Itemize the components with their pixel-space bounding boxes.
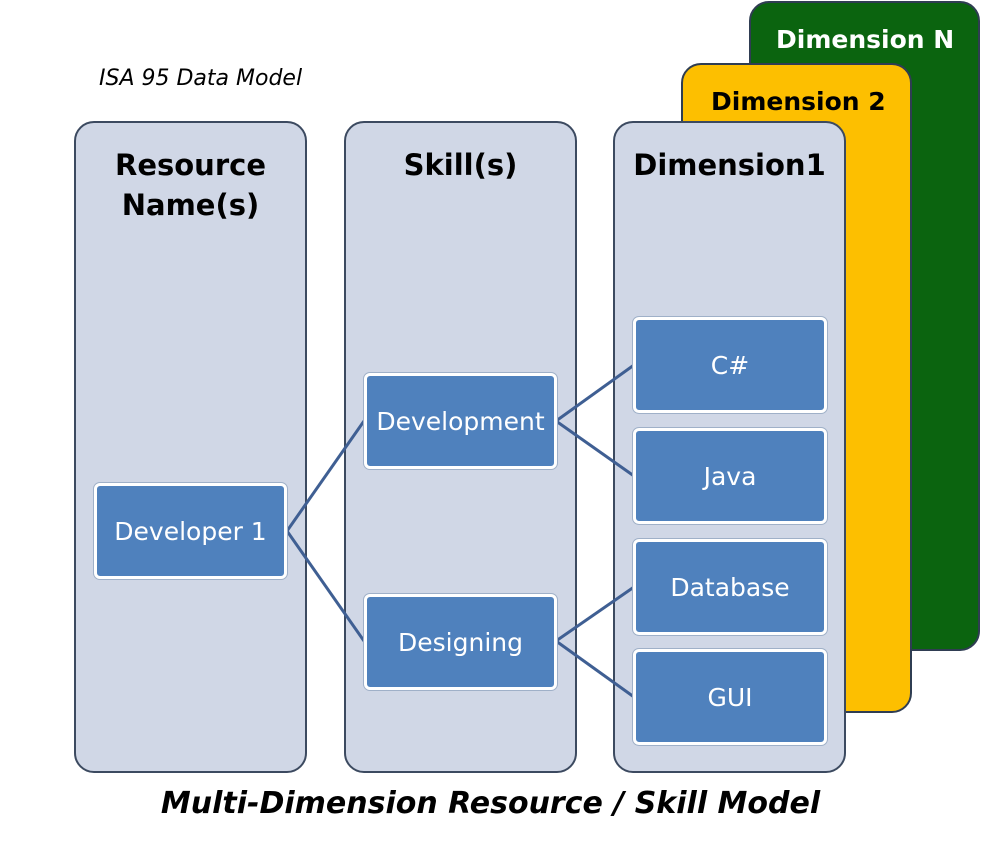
node-development: Development — [364, 373, 557, 469]
dimension-n-title: Dimension N — [776, 25, 955, 54]
resource-title-line2: Name(s) — [121, 188, 260, 222]
connector-development-csharp — [555, 363, 635, 423]
node-database: Database — [633, 539, 827, 635]
resource-title-line1: Resource — [115, 148, 266, 182]
connector-dev1-development — [285, 420, 366, 532]
diagram-title: Multi-Dimension Resource / Skill Model — [160, 786, 821, 821]
node-java: Java — [633, 428, 827, 524]
connector-dev1-designing — [285, 530, 366, 642]
dimension1-title: Dimension1 — [633, 148, 826, 182]
resource-names-column: Resource Name(s) — [74, 121, 307, 773]
node-gui: GUI — [633, 649, 827, 745]
connector-designing-database — [555, 585, 635, 643]
node-designing: Designing — [364, 594, 557, 690]
skills-title: Skill(s) — [403, 148, 518, 182]
resource-names-title: Resource Name(s) — [76, 145, 305, 225]
connector-designing-gui — [555, 639, 635, 699]
diagram-subtitle: ISA 95 Data Model — [99, 66, 303, 91]
node-csharp: C# — [633, 317, 827, 413]
dimension-2-title: Dimension 2 — [711, 87, 886, 116]
connector-development-java — [555, 419, 635, 478]
node-developer-1: Developer 1 — [94, 483, 287, 579]
